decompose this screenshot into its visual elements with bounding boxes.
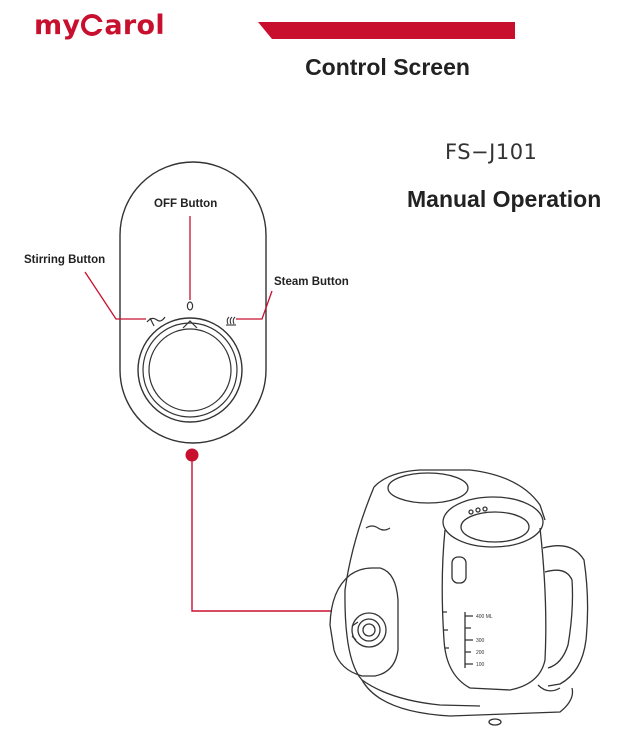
scale-400: 400 ML bbox=[476, 614, 493, 620]
stirring-icon bbox=[146, 316, 166, 327]
steam-button-label: Steam Button bbox=[274, 276, 349, 288]
scale-200: 200 bbox=[476, 650, 485, 656]
control-knob bbox=[137, 317, 243, 423]
steam-leader-line bbox=[236, 290, 273, 320]
model-number: FS−J101 bbox=[445, 140, 538, 164]
header-banner bbox=[258, 22, 515, 39]
control-panel-outline bbox=[119, 161, 267, 444]
page-title: Control Screen bbox=[305, 54, 470, 80]
appliance-illustration bbox=[329, 469, 589, 726]
logo-c-icon bbox=[81, 14, 105, 36]
scale-labels: 400 ML 300 200 100 bbox=[476, 614, 493, 668]
logo-text-right: arol bbox=[104, 10, 165, 41]
stirring-leader-line bbox=[84, 271, 146, 320]
scale-100: 100 bbox=[476, 662, 485, 668]
steam-icon bbox=[226, 316, 236, 326]
stirring-button-label: Stirring Button bbox=[24, 254, 106, 266]
scale-300: 300 bbox=[476, 638, 485, 644]
off-button-label: OFF Button bbox=[154, 198, 218, 210]
logo-text-left: my bbox=[34, 10, 81, 41]
connector-line bbox=[191, 455, 332, 612]
off-indicator-icon bbox=[186, 301, 194, 311]
section-title: Manual Operation bbox=[407, 186, 602, 212]
